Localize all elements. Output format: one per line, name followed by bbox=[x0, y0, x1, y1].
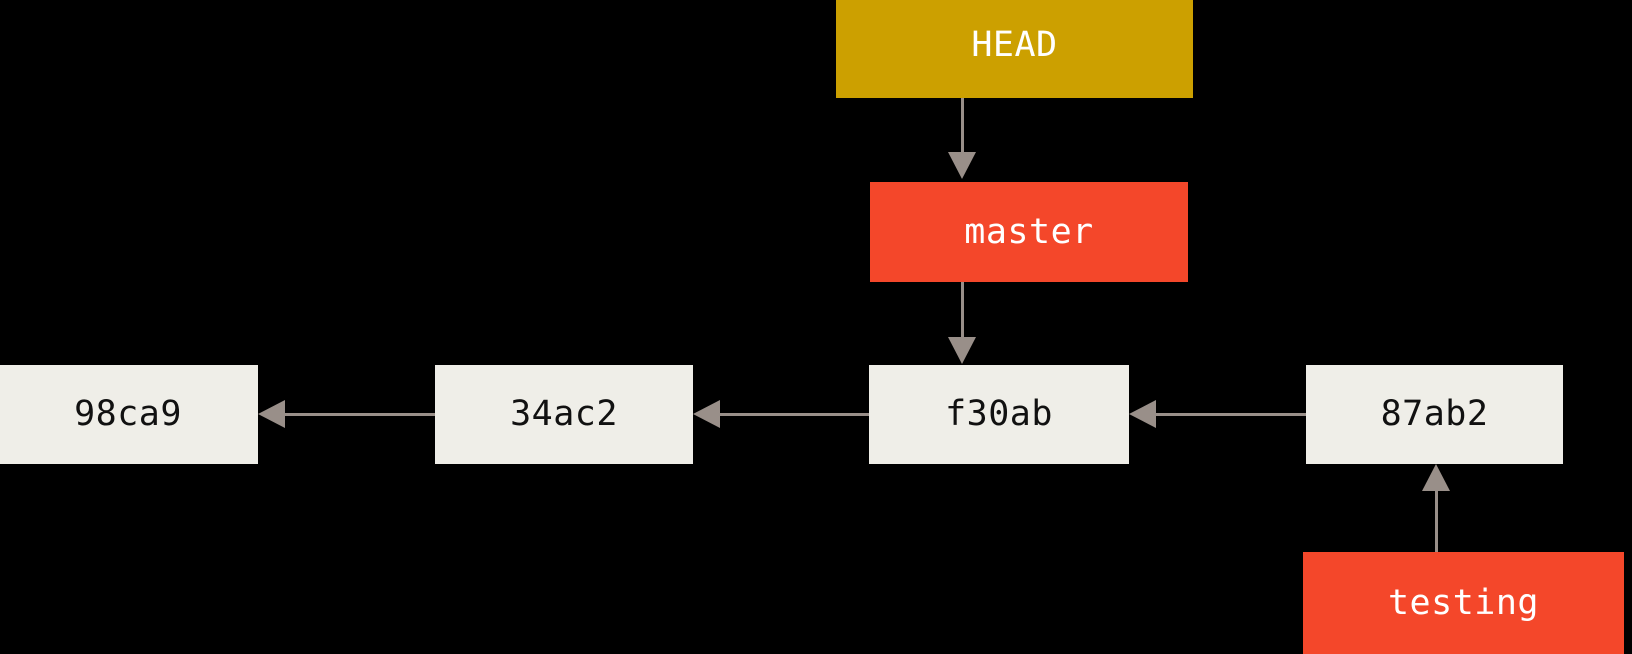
edge-87ab2-to-f30ab-line bbox=[1156, 413, 1306, 416]
edge-testing-to-87ab2-line bbox=[1435, 490, 1438, 552]
edge-head-to-master-arrowhead bbox=[948, 152, 976, 179]
node-master[interactable]: master bbox=[870, 182, 1188, 282]
node-commit-f30ab-label: f30ab bbox=[945, 394, 1053, 434]
edge-master-to-f30ab-arrowhead bbox=[948, 337, 976, 364]
edge-34ac2-to-98ca9-line bbox=[285, 413, 435, 416]
node-commit-98ca9-label: 98ca9 bbox=[74, 394, 182, 434]
node-commit-87ab2-label: 87ab2 bbox=[1380, 394, 1489, 434]
edge-f30ab-to-34ac2-arrowhead bbox=[693, 400, 720, 428]
node-head-label: HEAD bbox=[971, 24, 1058, 65]
node-commit-34ac2-label: 34ac2 bbox=[510, 394, 618, 434]
node-testing-label: testing bbox=[1387, 582, 1539, 623]
edge-34ac2-to-98ca9-arrowhead bbox=[258, 400, 285, 428]
edge-testing-to-87ab2-arrowhead bbox=[1422, 464, 1450, 491]
edge-master-to-f30ab-line bbox=[961, 282, 964, 354]
edge-head-to-master-line bbox=[961, 98, 964, 170]
node-master-label: master bbox=[964, 211, 1094, 252]
node-commit-87ab2[interactable]: 87ab2 bbox=[1306, 365, 1563, 464]
edge-87ab2-to-f30ab-arrowhead bbox=[1129, 400, 1156, 428]
node-testing[interactable]: testing bbox=[1303, 552, 1624, 654]
edge-f30ab-to-34ac2-line bbox=[720, 413, 869, 416]
node-commit-98ca9[interactable]: 98ca9 bbox=[0, 365, 258, 464]
node-commit-f30ab[interactable]: f30ab bbox=[869, 365, 1129, 464]
node-head[interactable]: HEAD bbox=[836, 0, 1193, 98]
node-commit-34ac2[interactable]: 34ac2 bbox=[435, 365, 693, 464]
